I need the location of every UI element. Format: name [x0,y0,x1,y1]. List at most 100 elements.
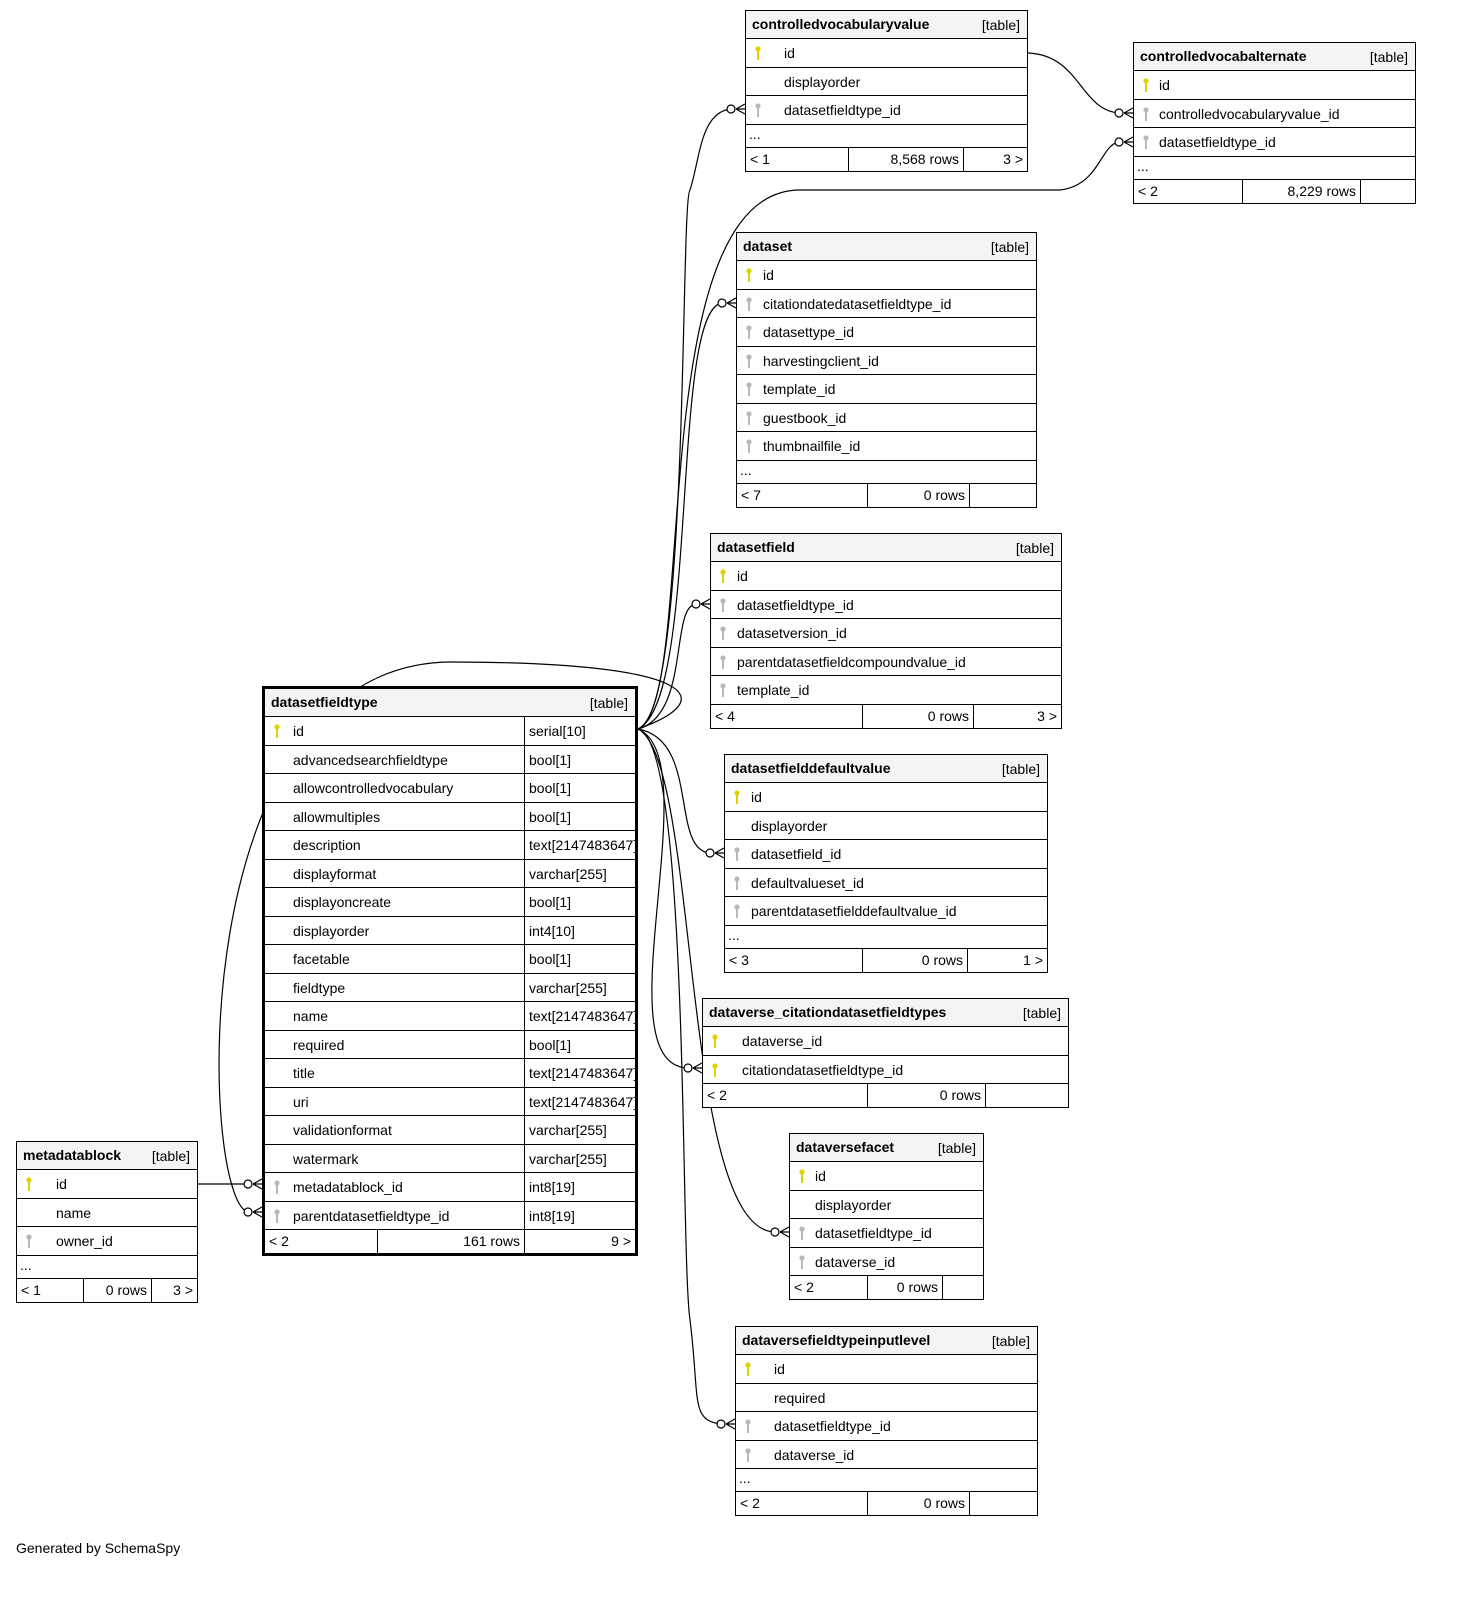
column-row[interactable]: controlledvocabularyvalue_id [1134,100,1415,128]
column-row[interactable]: name [17,1199,197,1227]
children-count-link[interactable] [942,1276,983,1299]
table-header[interactable]: controlledvocabularyvalue [table] [746,11,1027,39]
parents-count-link[interactable]: < 2 [269,1233,289,1249]
children-count-link[interactable] [1360,179,1415,203]
column-row[interactable]: datasetfieldtype_id [746,96,1027,125]
column-row[interactable]: datasetfieldtype_id [711,591,1061,619]
parents-count-link[interactable]: < 3 [729,951,749,968]
column-row[interactable]: displayorder [790,1191,983,1219]
column-row[interactable]: thumbnailfile_id [737,432,1036,461]
column-row[interactable]: template_id [711,676,1061,705]
column-row[interactable]: id [790,1162,983,1191]
table-header[interactable]: metadatablock [table] [17,1142,197,1170]
column-row[interactable]: citationdatasetfieldtype_id [703,1056,1068,1084]
table-header[interactable]: datasetfieldtype [table] [265,689,635,717]
parents-count-link[interactable]: < 2 [740,1495,760,1511]
table-dataverse_citationdatasetfieldtypes[interactable]: dataverse_citationdatasetfieldtypes [tab… [702,998,1069,1108]
column-row[interactable]: id [725,783,1047,812]
column-row[interactable]: dataverse_id [703,1027,1068,1056]
children-count-link[interactable]: 9 > [524,1230,635,1253]
children-count-link[interactable]: 1 > [967,948,1047,972]
column-row[interactable]: datasetversion_id [711,619,1061,648]
parents-count-link[interactable]: < 2 [707,1087,727,1103]
column-row[interactable]: id [736,1355,1037,1384]
column-row[interactable]: citationdatedatasetfieldtype_id [737,290,1036,318]
column-row[interactable]: template_id [737,375,1036,404]
column-row[interactable]: datasettype_id [737,318,1036,347]
column-row[interactable]: id [1134,71,1415,100]
children-count-link[interactable] [969,483,1036,507]
column-row[interactable]: displayorder [746,68,1027,96]
parents-count-link[interactable]: < 4 [715,707,735,724]
column-row[interactable]: parentdatasetfieldcompoundvalue_id [711,648,1061,676]
column-row[interactable]: datasetfieldtype_id [790,1219,983,1248]
column-row[interactable]: required [736,1384,1037,1412]
row-count: 0 rows [867,1492,969,1515]
column-name: title [293,1065,315,1081]
column-row[interactable]: harvestingclient_id [737,347,1036,375]
children-count-link[interactable]: 3 > [963,147,1027,171]
table-header[interactable]: dataversefieldtypeinputlevel [table] [736,1327,1037,1355]
column-type: text[2147483647] [524,831,637,859]
column-row[interactable]: defaultvalueset_id [725,869,1047,897]
children-count-link[interactable] [969,1492,1037,1515]
column-row[interactable]: id [711,562,1061,591]
column-row[interactable]: parentdatasetfielddefaultvalue_id [725,897,1047,926]
column-row[interactable]: dataverse_id [736,1441,1037,1469]
table-header[interactable]: datasetfielddefaultvalue [table] [725,755,1047,783]
column-row[interactable]: id [746,39,1027,68]
column-row[interactable]: owner_id [17,1227,197,1256]
table-header[interactable]: dataset [table] [737,233,1036,261]
children-count-link[interactable]: 3 > [973,704,1061,728]
parents-count-link[interactable]: < 2 [1138,182,1158,199]
column-row[interactable]: id [737,261,1036,290]
table-header[interactable]: controlledvocabalternate [table] [1134,43,1415,71]
table-header[interactable]: datasetfield [table] [711,534,1061,562]
parents-count-link[interactable]: < 1 [750,150,770,167]
column-row[interactable]: guestbook_id [737,404,1036,432]
column-row[interactable]: displayorder [725,812,1047,840]
column-name: id [815,1168,826,1184]
column-name: datasetfieldtype_id [1159,134,1276,150]
column-row[interactable]: id [17,1170,197,1199]
parents-count-link[interactable]: < 7 [741,486,761,503]
column-row[interactable]: datasetfieldtype_id [736,1412,1037,1441]
optional-circle-marker [243,1179,253,1189]
column-row[interactable]: datasetfieldtype_id [1134,128,1415,157]
column-row[interactable]: datasetfield_id [725,840,1047,869]
column-row[interactable]: dataverse_id [790,1248,983,1276]
table-header[interactable]: dataverse_citationdatasetfieldtypes [tab… [703,999,1068,1027]
children-count-link[interactable]: 3 > [151,1278,197,1302]
table-header[interactable]: dataversefacet [table] [790,1134,983,1162]
children-count-link[interactable] [985,1084,1068,1107]
parents-count-link[interactable]: < 2 [794,1279,814,1295]
parents-count-link[interactable]: < 1 [21,1281,41,1298]
